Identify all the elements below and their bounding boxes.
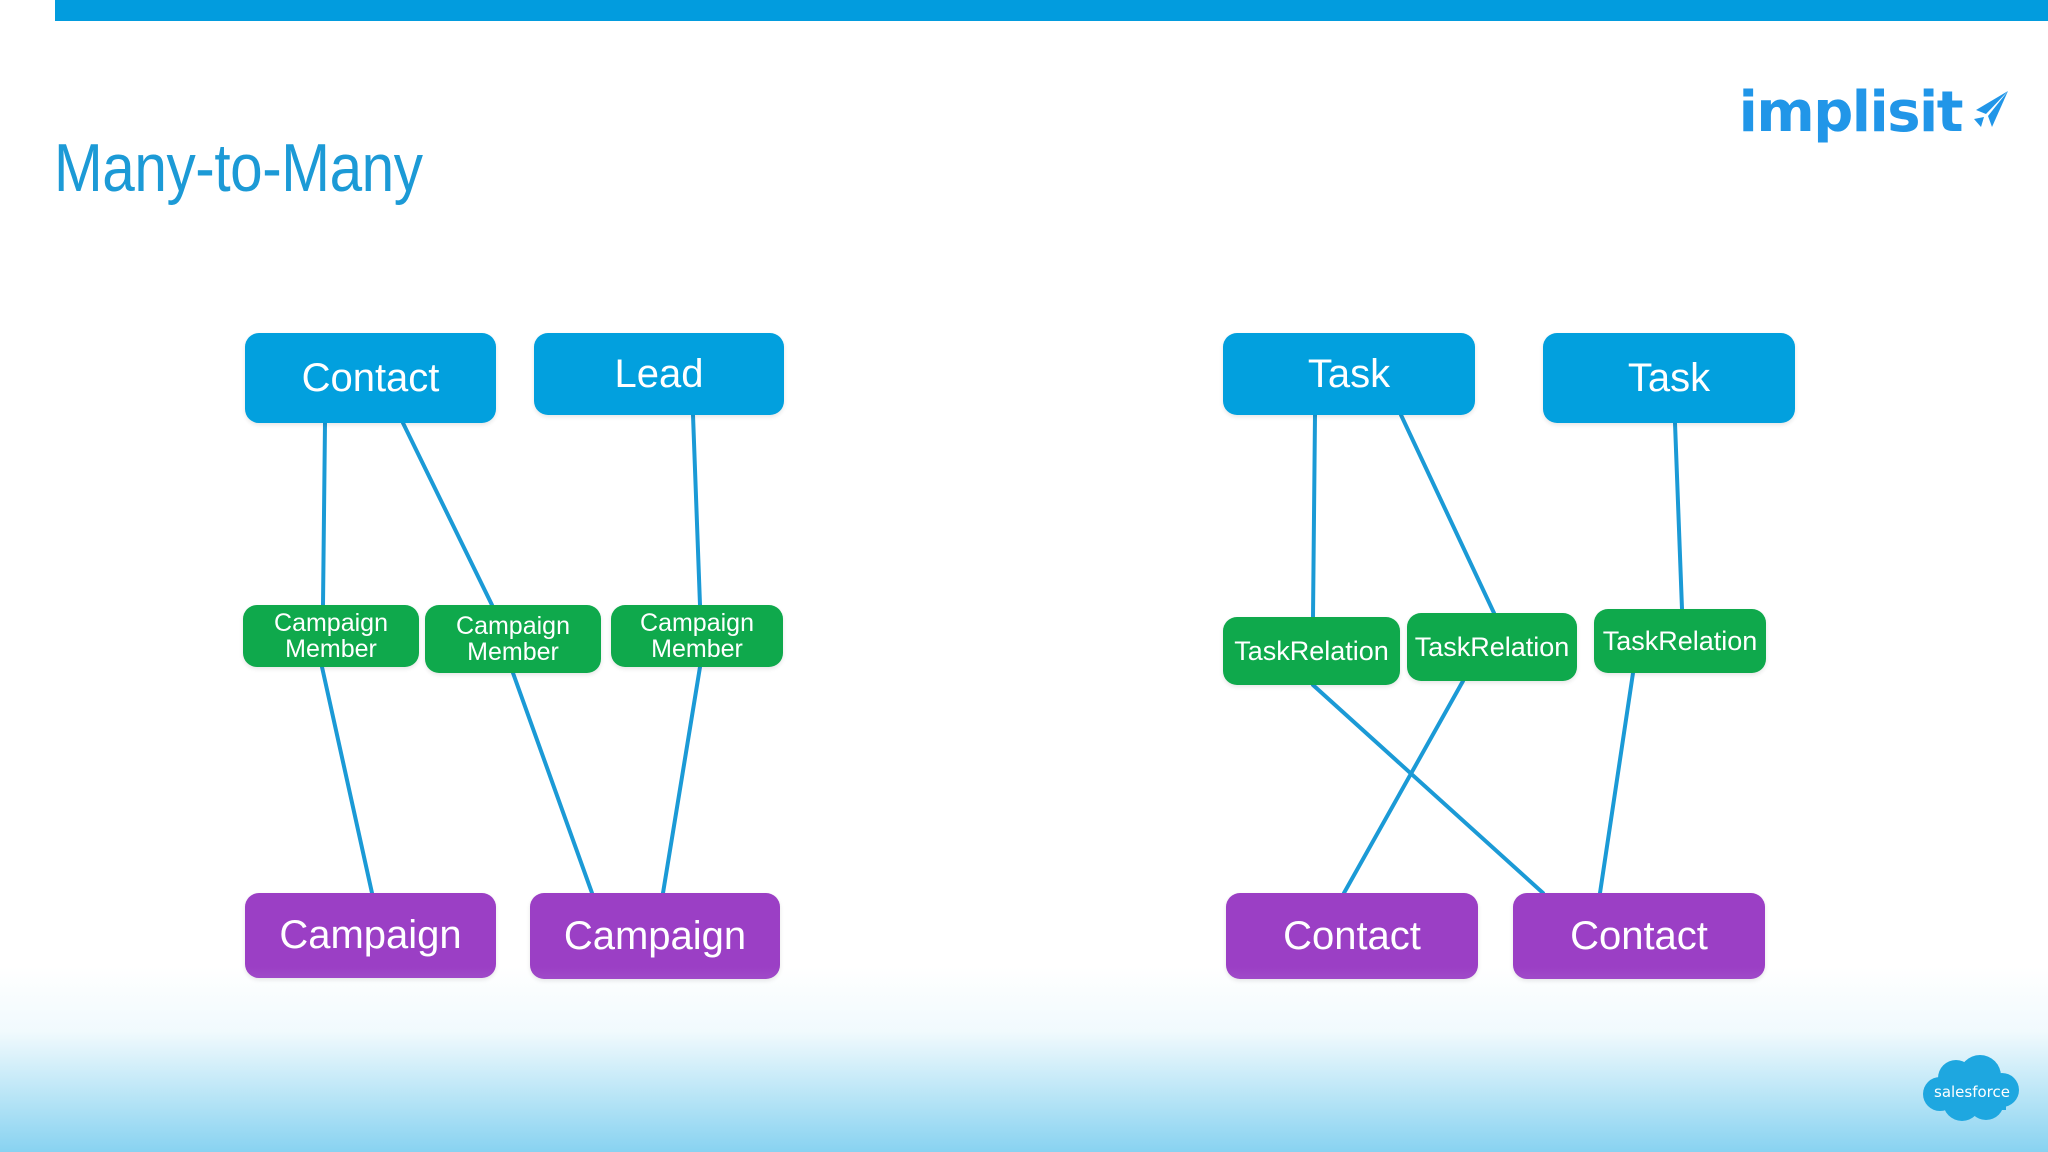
salesforce-badge-label: salesforce [1934,1083,2010,1101]
edge-r-task1-to-r-tr1 [1311,413,1317,619]
edge-l-cm2-to-l-camp2 [511,671,594,895]
edge-r-task2-to-r-tr3 [1673,421,1684,611]
node-r-tr2[interactable]: TaskRelation [1407,613,1577,681]
node-label: Contact [1283,913,1421,958]
edge-l-lead-to-l-cm3 [691,413,702,607]
node-r-task2[interactable]: Task [1543,333,1795,423]
edge-l-cm3-to-l-camp2 [661,665,702,895]
top-accent-bar [55,0,2048,21]
node-l-camp2[interactable]: Campaign [530,893,780,979]
node-r-contact1[interactable]: Contact [1226,893,1478,979]
edge-l-contact-to-l-cm2 [401,421,494,607]
node-r-task1[interactable]: Task [1223,333,1475,415]
page-title: Many-to-Many [54,129,423,206]
node-label: Lead [614,351,704,396]
edge-r-task1-to-r-tr2 [1399,413,1496,615]
node-l-camp1[interactable]: Campaign [245,893,496,978]
edge-l-cm1-to-l-camp1 [320,665,374,895]
node-label: TaskRelation [1414,631,1570,662]
node-l-lead[interactable]: Lead [534,333,784,415]
node-r-tr3[interactable]: TaskRelation [1594,609,1766,673]
node-label: Campaign [563,913,747,958]
node-label: Contact [301,355,440,400]
node-label: Contact [1570,913,1708,958]
node-l-contact[interactable]: Contact [245,333,496,423]
paper-plane-icon [1966,87,2012,136]
node-label: TaskRelation [1602,625,1758,656]
node-label: Task [1627,355,1711,400]
edge-r-tr2-to-r-contact1 [1342,679,1465,895]
edge-r-tr1-to-r-contact2 [1311,683,1545,895]
salesforce-badge: salesforce [1918,1052,2026,1130]
implisit-logo-text: implisit [1738,80,1964,145]
implisit-logo: implisit [1739,85,2012,141]
edge-l-contact-to-l-cm1 [321,421,327,607]
node-label: Campaign [279,913,462,958]
edge-r-tr3-to-r-contact2 [1598,671,1635,895]
node-label: Task [1307,351,1391,396]
node-r-tr1[interactable]: TaskRelation [1223,617,1400,685]
node-r-contact2[interactable]: Contact [1513,893,1765,979]
node-label: TaskRelation [1234,635,1389,666]
